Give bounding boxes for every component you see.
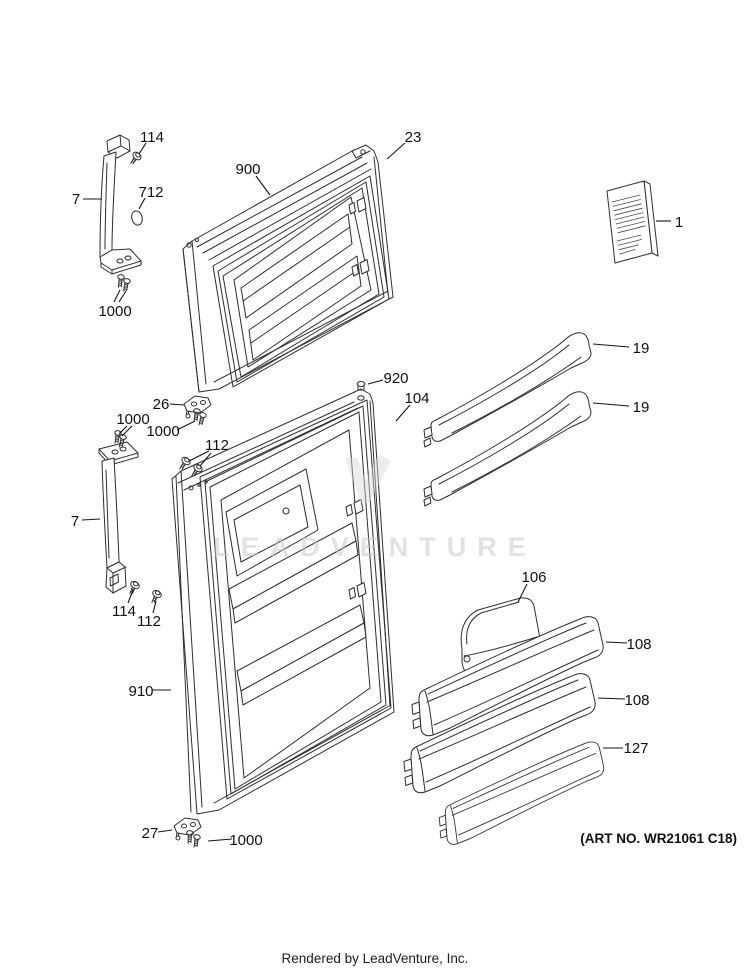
callout-108-middle: 108 bbox=[597, 692, 650, 709]
callout-19-lower: 19 bbox=[592, 399, 650, 416]
instruction-label-1-drawing bbox=[606, 180, 659, 264]
callouts: 114 7 712 1000 900 23 1 19 19 920 104 26… bbox=[71, 129, 683, 849]
callout-27: 27 bbox=[142, 825, 173, 842]
callout-112-hinge: 112 bbox=[188, 437, 229, 467]
plug-920-drawing bbox=[356, 380, 366, 391]
callout-900: 900 bbox=[235, 161, 271, 196]
callout-106: 106 bbox=[517, 569, 547, 603]
part-number-112[interactable]: 112 bbox=[205, 437, 229, 454]
freezer-shelf-lower-19-drawing bbox=[423, 391, 592, 507]
part-number-1000[interactable]: 1000 bbox=[98, 303, 131, 320]
callout-1: 1 bbox=[656, 214, 683, 231]
part-number-712[interactable]: 712 bbox=[138, 184, 163, 201]
callout-920: 920 bbox=[367, 370, 409, 387]
callout-104: 104 bbox=[395, 390, 430, 422]
part-number-910[interactable]: 910 bbox=[128, 683, 153, 700]
part-number-104[interactable]: 104 bbox=[404, 390, 429, 407]
part-number-114[interactable]: 114 bbox=[112, 603, 136, 620]
callout-26: 26 bbox=[153, 396, 185, 413]
callout-114-lower: 114 bbox=[112, 589, 136, 620]
callout-1000-upper: 1000 bbox=[98, 289, 132, 320]
part-number-114[interactable]: 114 bbox=[140, 129, 164, 146]
freezer-door-900-drawing bbox=[182, 144, 394, 393]
part-number-1000[interactable]: 1000 bbox=[229, 832, 262, 849]
part-number-920[interactable]: 920 bbox=[383, 370, 408, 387]
callout-114-upper: 114 bbox=[138, 129, 164, 155]
grommet-712-drawing bbox=[131, 210, 143, 226]
part-number-27[interactable]: 27 bbox=[142, 825, 159, 842]
callout-712: 712 bbox=[138, 184, 164, 210]
ff-door-910-drawing bbox=[171, 388, 395, 815]
part-number-108[interactable]: 108 bbox=[624, 692, 649, 709]
callout-19-upper: 19 bbox=[592, 340, 650, 357]
part-number-19[interactable]: 19 bbox=[633, 399, 650, 416]
part-number-7[interactable]: 7 bbox=[71, 513, 79, 530]
callout-108-upper: 108 bbox=[605, 636, 652, 653]
callout-7-upper: 7 bbox=[72, 191, 102, 208]
callout-7-lower: 7 bbox=[71, 513, 101, 530]
part-number-108[interactable]: 108 bbox=[626, 636, 651, 653]
part-number-106[interactable]: 106 bbox=[521, 569, 546, 586]
watermark-text: LEADVENTURE bbox=[213, 532, 537, 562]
handle-lower-drawing bbox=[98, 441, 139, 594]
hinge-27-icon bbox=[173, 817, 202, 841]
art-number: (ART NO. WR21061 C18) bbox=[580, 831, 737, 846]
part-number-19[interactable]: 19 bbox=[633, 340, 650, 357]
callout-127: 127 bbox=[603, 740, 649, 757]
part-number-1000[interactable]: 1000 bbox=[116, 411, 149, 428]
callout-112-lower: 112 bbox=[137, 600, 161, 630]
part-number-1[interactable]: 1 bbox=[675, 214, 683, 231]
screw-114-lower-icon bbox=[125, 579, 142, 597]
handle-upper-drawing bbox=[99, 134, 142, 275]
part-number-1000[interactable]: 1000 bbox=[146, 423, 179, 440]
callout-1000-hinge: 1000 bbox=[146, 420, 196, 440]
part-number-127[interactable]: 127 bbox=[623, 740, 648, 757]
ff-gasket-104-drawing bbox=[199, 399, 392, 800]
callout-910: 910 bbox=[128, 683, 171, 700]
part-number-26[interactable]: 26 bbox=[153, 396, 170, 413]
callout-1000-bottom: 1000 bbox=[207, 832, 263, 849]
screw-1000-icon bbox=[190, 833, 202, 849]
part-number-900[interactable]: 900 bbox=[235, 161, 260, 178]
callout-1000-handle-lower: 1000 bbox=[116, 411, 150, 437]
freezer-gasket-23-drawing bbox=[212, 175, 390, 388]
leadventure-watermark: LEADVENTURE bbox=[213, 454, 537, 562]
callout-23: 23 bbox=[386, 129, 422, 160]
part-number-23[interactable]: 23 bbox=[405, 129, 422, 146]
rendered-by-footer: Rendered by LeadVenture, Inc. bbox=[282, 951, 469, 966]
part-number-7[interactable]: 7 bbox=[72, 191, 80, 208]
part-number-112[interactable]: 112 bbox=[137, 613, 161, 630]
